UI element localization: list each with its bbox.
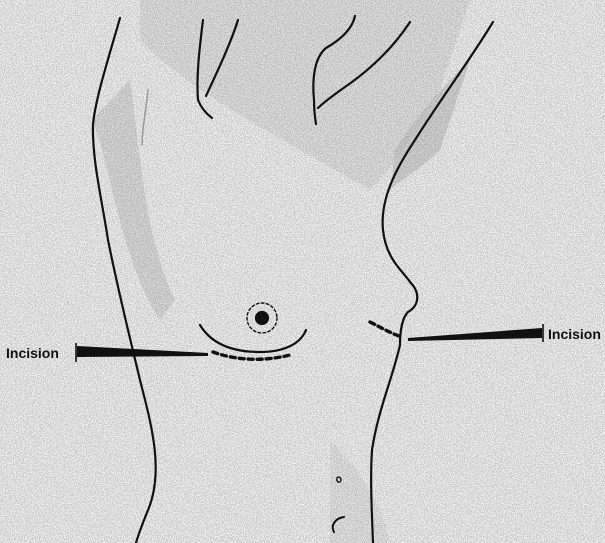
nipple-mark	[256, 312, 268, 324]
right-incision-label: Incision	[548, 326, 601, 342]
left-incision-label: Incision	[6, 345, 59, 361]
